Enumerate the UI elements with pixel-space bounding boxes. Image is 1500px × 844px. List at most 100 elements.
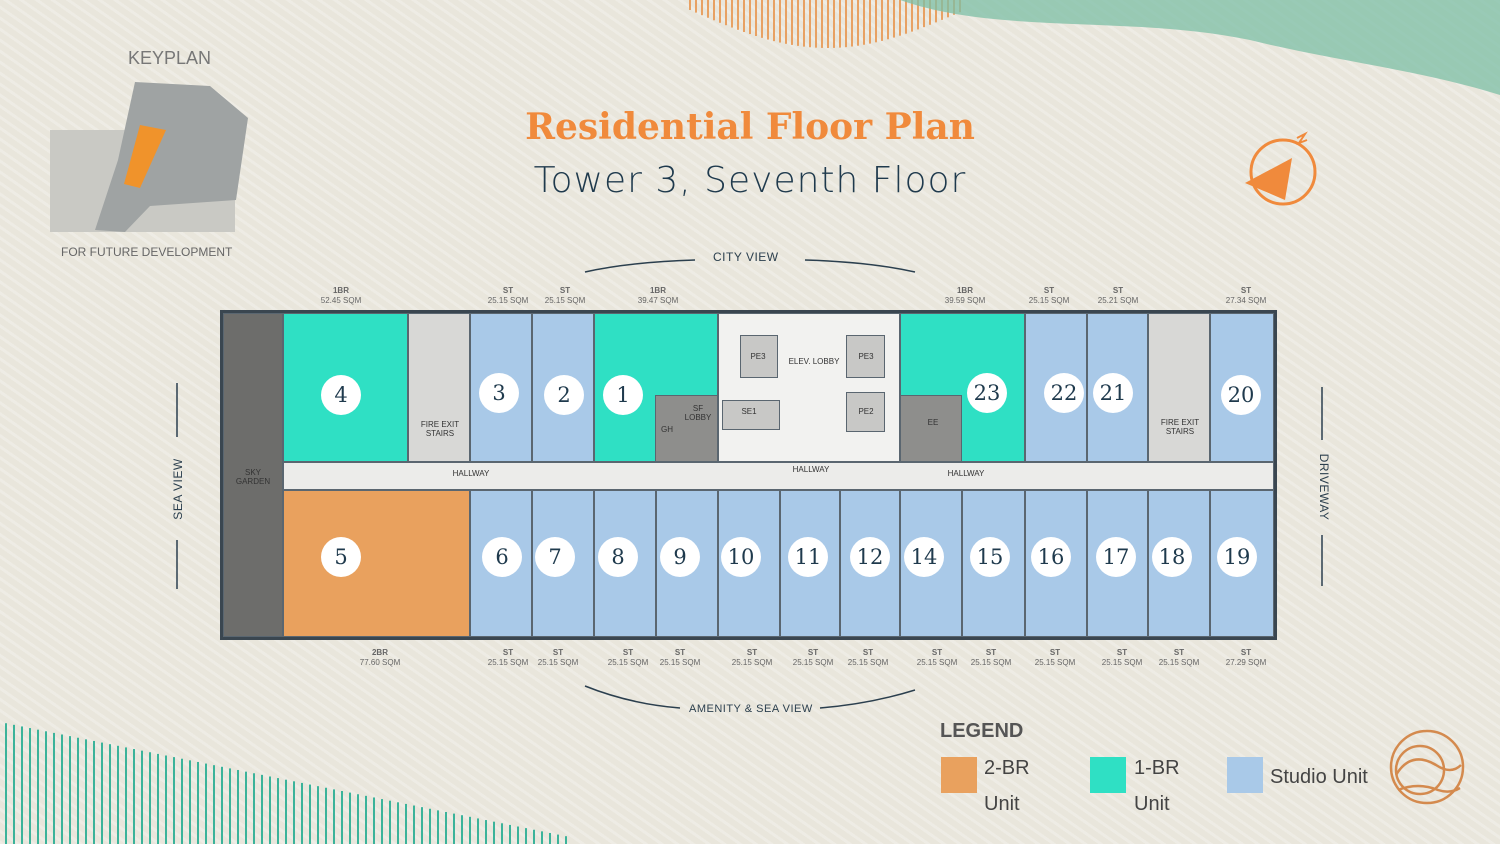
driveway-label: DRIVEWAY — [1317, 453, 1331, 521]
unit-number-marker[interactable]: 9 — [660, 537, 700, 577]
unit-type: 1BR — [649, 286, 666, 295]
unit-area: 25.15 SQM — [537, 658, 579, 667]
unit-number-marker[interactable]: 4 — [321, 375, 361, 415]
unit-number-marker[interactable]: 5 — [321, 537, 361, 577]
unit-type: ST — [931, 648, 943, 657]
unit-area: 27.34 SQM — [1225, 296, 1267, 305]
legend-title: LEGEND — [940, 720, 1024, 742]
top-wave-decoration — [900, 0, 1500, 95]
legend-label-studio: Studio Unit — [1270, 766, 1368, 788]
unit-2-area — [532, 313, 594, 462]
unit-area: 39.47 SQM — [637, 296, 679, 305]
elevator-pe3b — [846, 335, 885, 378]
legend-swatch-1br — [1090, 757, 1126, 793]
unit-type: ST — [746, 648, 758, 657]
compass-icon — [1245, 131, 1317, 206]
plan-label-hallway-1: HALLWAY — [452, 469, 490, 478]
elevator-pe3a — [740, 335, 778, 378]
city-view-label: CITY VIEW — [713, 250, 779, 264]
unit-number-marker[interactable]: 19 — [1217, 537, 1257, 577]
elevator-pe2 — [846, 392, 885, 432]
unit-number-marker[interactable]: 11 — [788, 537, 828, 577]
legend-swatch-2br — [941, 757, 977, 793]
plan-label-pe3a: PE3 — [750, 352, 766, 361]
unit-number-marker[interactable]: 17 — [1096, 537, 1136, 577]
unit-area: 25.15 SQM — [1101, 658, 1143, 667]
plan-label-gh: GH — [661, 425, 673, 434]
unit-area: 25.21 SQM — [1097, 296, 1139, 305]
unit-number-marker[interactable]: 22 — [1044, 373, 1084, 413]
keyplan-title: KEYPLAN — [128, 48, 212, 68]
plan-label-sky-garden: SKY GARDEN — [235, 468, 271, 486]
unit-number-marker[interactable]: 8 — [598, 537, 638, 577]
unit-area: 25.15 SQM — [487, 658, 529, 667]
unit-area: 25.15 SQM — [916, 658, 958, 667]
unit-number-marker[interactable]: 7 — [535, 537, 575, 577]
fire-exit-stairs — [408, 313, 470, 462]
unit-number-marker[interactable]: 1 — [603, 375, 643, 415]
unit-area: 25.15 SQM — [1158, 658, 1200, 667]
plan-label-elev-lobby: ELEV. LOBBY — [788, 357, 840, 366]
unit-number-marker[interactable]: 15 — [970, 537, 1010, 577]
unit-area: 25.15 SQM — [607, 658, 649, 667]
unit-area: 27.29 SQM — [1225, 658, 1267, 667]
unit-type: ST — [807, 648, 819, 657]
unit-number-marker[interactable]: 16 — [1031, 537, 1071, 577]
unit-type: 1BR — [956, 286, 973, 295]
unit-type: ST — [552, 648, 564, 657]
hallway — [283, 462, 1274, 490]
keyplan-note: FOR FUTURE DEVELOPMENT — [61, 245, 233, 259]
unit-number-marker[interactable]: 23 — [967, 373, 1007, 413]
unit-type: ST — [502, 648, 514, 657]
unit-number-marker[interactable]: 10 — [721, 537, 761, 577]
unit-type: ST — [1240, 286, 1252, 295]
unit-area: 77.60 SQM — [359, 658, 401, 667]
unit-5-area — [283, 490, 470, 637]
sea-view-label: SEA VIEW — [171, 458, 185, 520]
unit-area: 25.15 SQM — [544, 296, 586, 305]
unit-area: 25.15 SQM — [731, 658, 773, 667]
unit-number-marker[interactable]: 21 — [1093, 373, 1133, 413]
plan-label-fire-exit-1: FIRE EXIT STAIRS — [420, 420, 460, 438]
keyplan-image — [50, 82, 248, 232]
page-title: Residential Floor Plan — [525, 106, 975, 148]
plan-label-sf-lobby: SF LOBBY — [684, 404, 712, 422]
unit-number-marker[interactable]: 6 — [482, 537, 522, 577]
unit-area: 25.15 SQM — [487, 296, 529, 305]
elevator-se1 — [722, 400, 780, 430]
unit-number-marker[interactable]: 20 — [1221, 375, 1261, 415]
legend-label-2br: 2-BR — [984, 757, 1030, 779]
unit-area: 25.15 SQM — [847, 658, 889, 667]
amenity-sea-view-label: AMENITY & SEA VIEW — [689, 703, 813, 715]
unit-number-marker[interactable]: 2 — [544, 375, 584, 415]
unit-number-marker[interactable]: 14 — [904, 537, 944, 577]
page-subtitle: Tower 3, Seventh Floor — [533, 160, 967, 201]
unit-area: 52.45 SQM — [320, 296, 362, 305]
bottom-stripes-decoration — [5, 723, 567, 844]
unit-number-marker[interactable]: 12 — [850, 537, 890, 577]
unit-number-marker[interactable]: 3 — [479, 373, 519, 413]
unit-number-marker[interactable]: 18 — [1152, 537, 1192, 577]
unit-area: 25.15 SQM — [1034, 658, 1076, 667]
unit-area: 25.15 SQM — [970, 658, 1012, 667]
unit-type: 2BR — [371, 648, 388, 657]
